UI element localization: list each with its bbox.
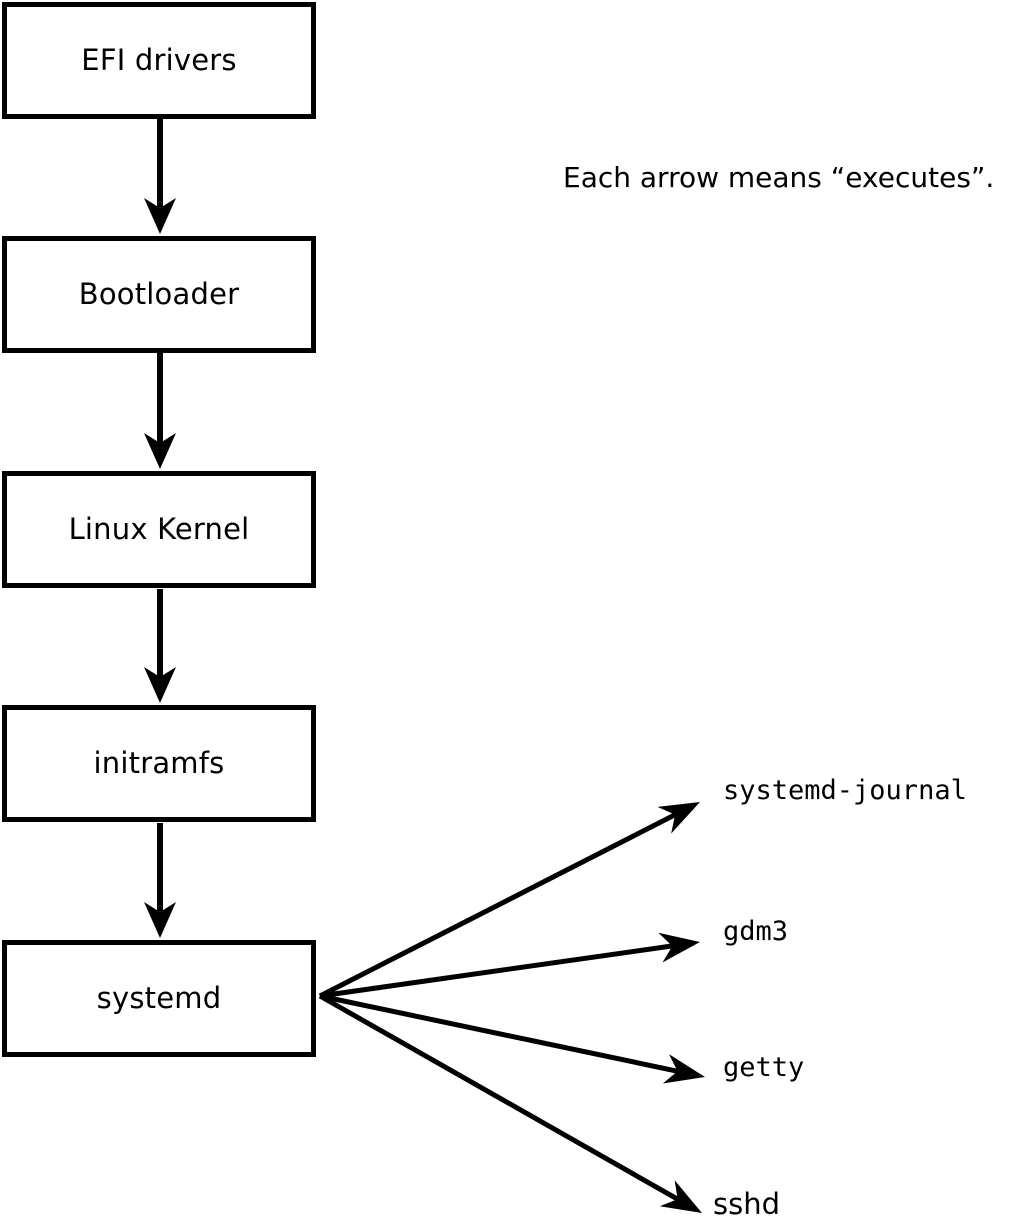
fan-arrow-head-getty: [662, 1054, 705, 1084]
process-box-bootloader: Bootloader: [2, 236, 316, 353]
process-box-initramfs: initramfs: [2, 705, 316, 822]
process-box-label: initramfs: [93, 746, 225, 780]
process-box-label: EFI drivers: [81, 43, 237, 77]
fan-arrow-shaft-sshd: [318, 993, 681, 1203]
chain-arrow-head-efi-drivers-to-bootloader: [144, 198, 176, 234]
fan-arrow-head-systemd-journal: [657, 802, 700, 834]
fan-arrow-shaft-gdm3: [319, 943, 675, 999]
chain-arrow-layer: [144, 119, 176, 938]
process-box-efi-drivers: EFI drivers: [2, 2, 316, 119]
leaf-label-sshd: sshd: [713, 1187, 781, 1221]
fan-arrow-layer: [318, 802, 705, 1213]
process-box-label: Bootloader: [78, 277, 240, 311]
legend-note: Each arrow means “executes”.: [563, 161, 995, 194]
fan-arrow-shaft-getty: [319, 993, 681, 1075]
fan-arrow-shaft-systemd-journal: [318, 811, 678, 999]
leaf-label-systemd-journal: systemd-journal: [723, 775, 967, 806]
process-box-label: systemd: [96, 981, 222, 1015]
chain-arrow-head-linux-kernel-to-initramfs: [144, 667, 176, 703]
leaf-label-gdm3: gdm3: [723, 916, 789, 947]
chain-arrow-head-initramfs-to-systemd: [144, 902, 176, 938]
process-box-linux-kernel: Linux Kernel: [2, 471, 316, 588]
leaf-label-getty: getty: [723, 1052, 805, 1083]
chain-arrow-head-bootloader-to-linux-kernel: [144, 433, 176, 469]
fan-arrow-head-gdm3: [658, 932, 700, 963]
fan-arrow-head-sshd: [659, 1180, 702, 1213]
process-box-label: Linux Kernel: [68, 512, 250, 546]
process-box-systemd: systemd: [2, 940, 316, 1057]
